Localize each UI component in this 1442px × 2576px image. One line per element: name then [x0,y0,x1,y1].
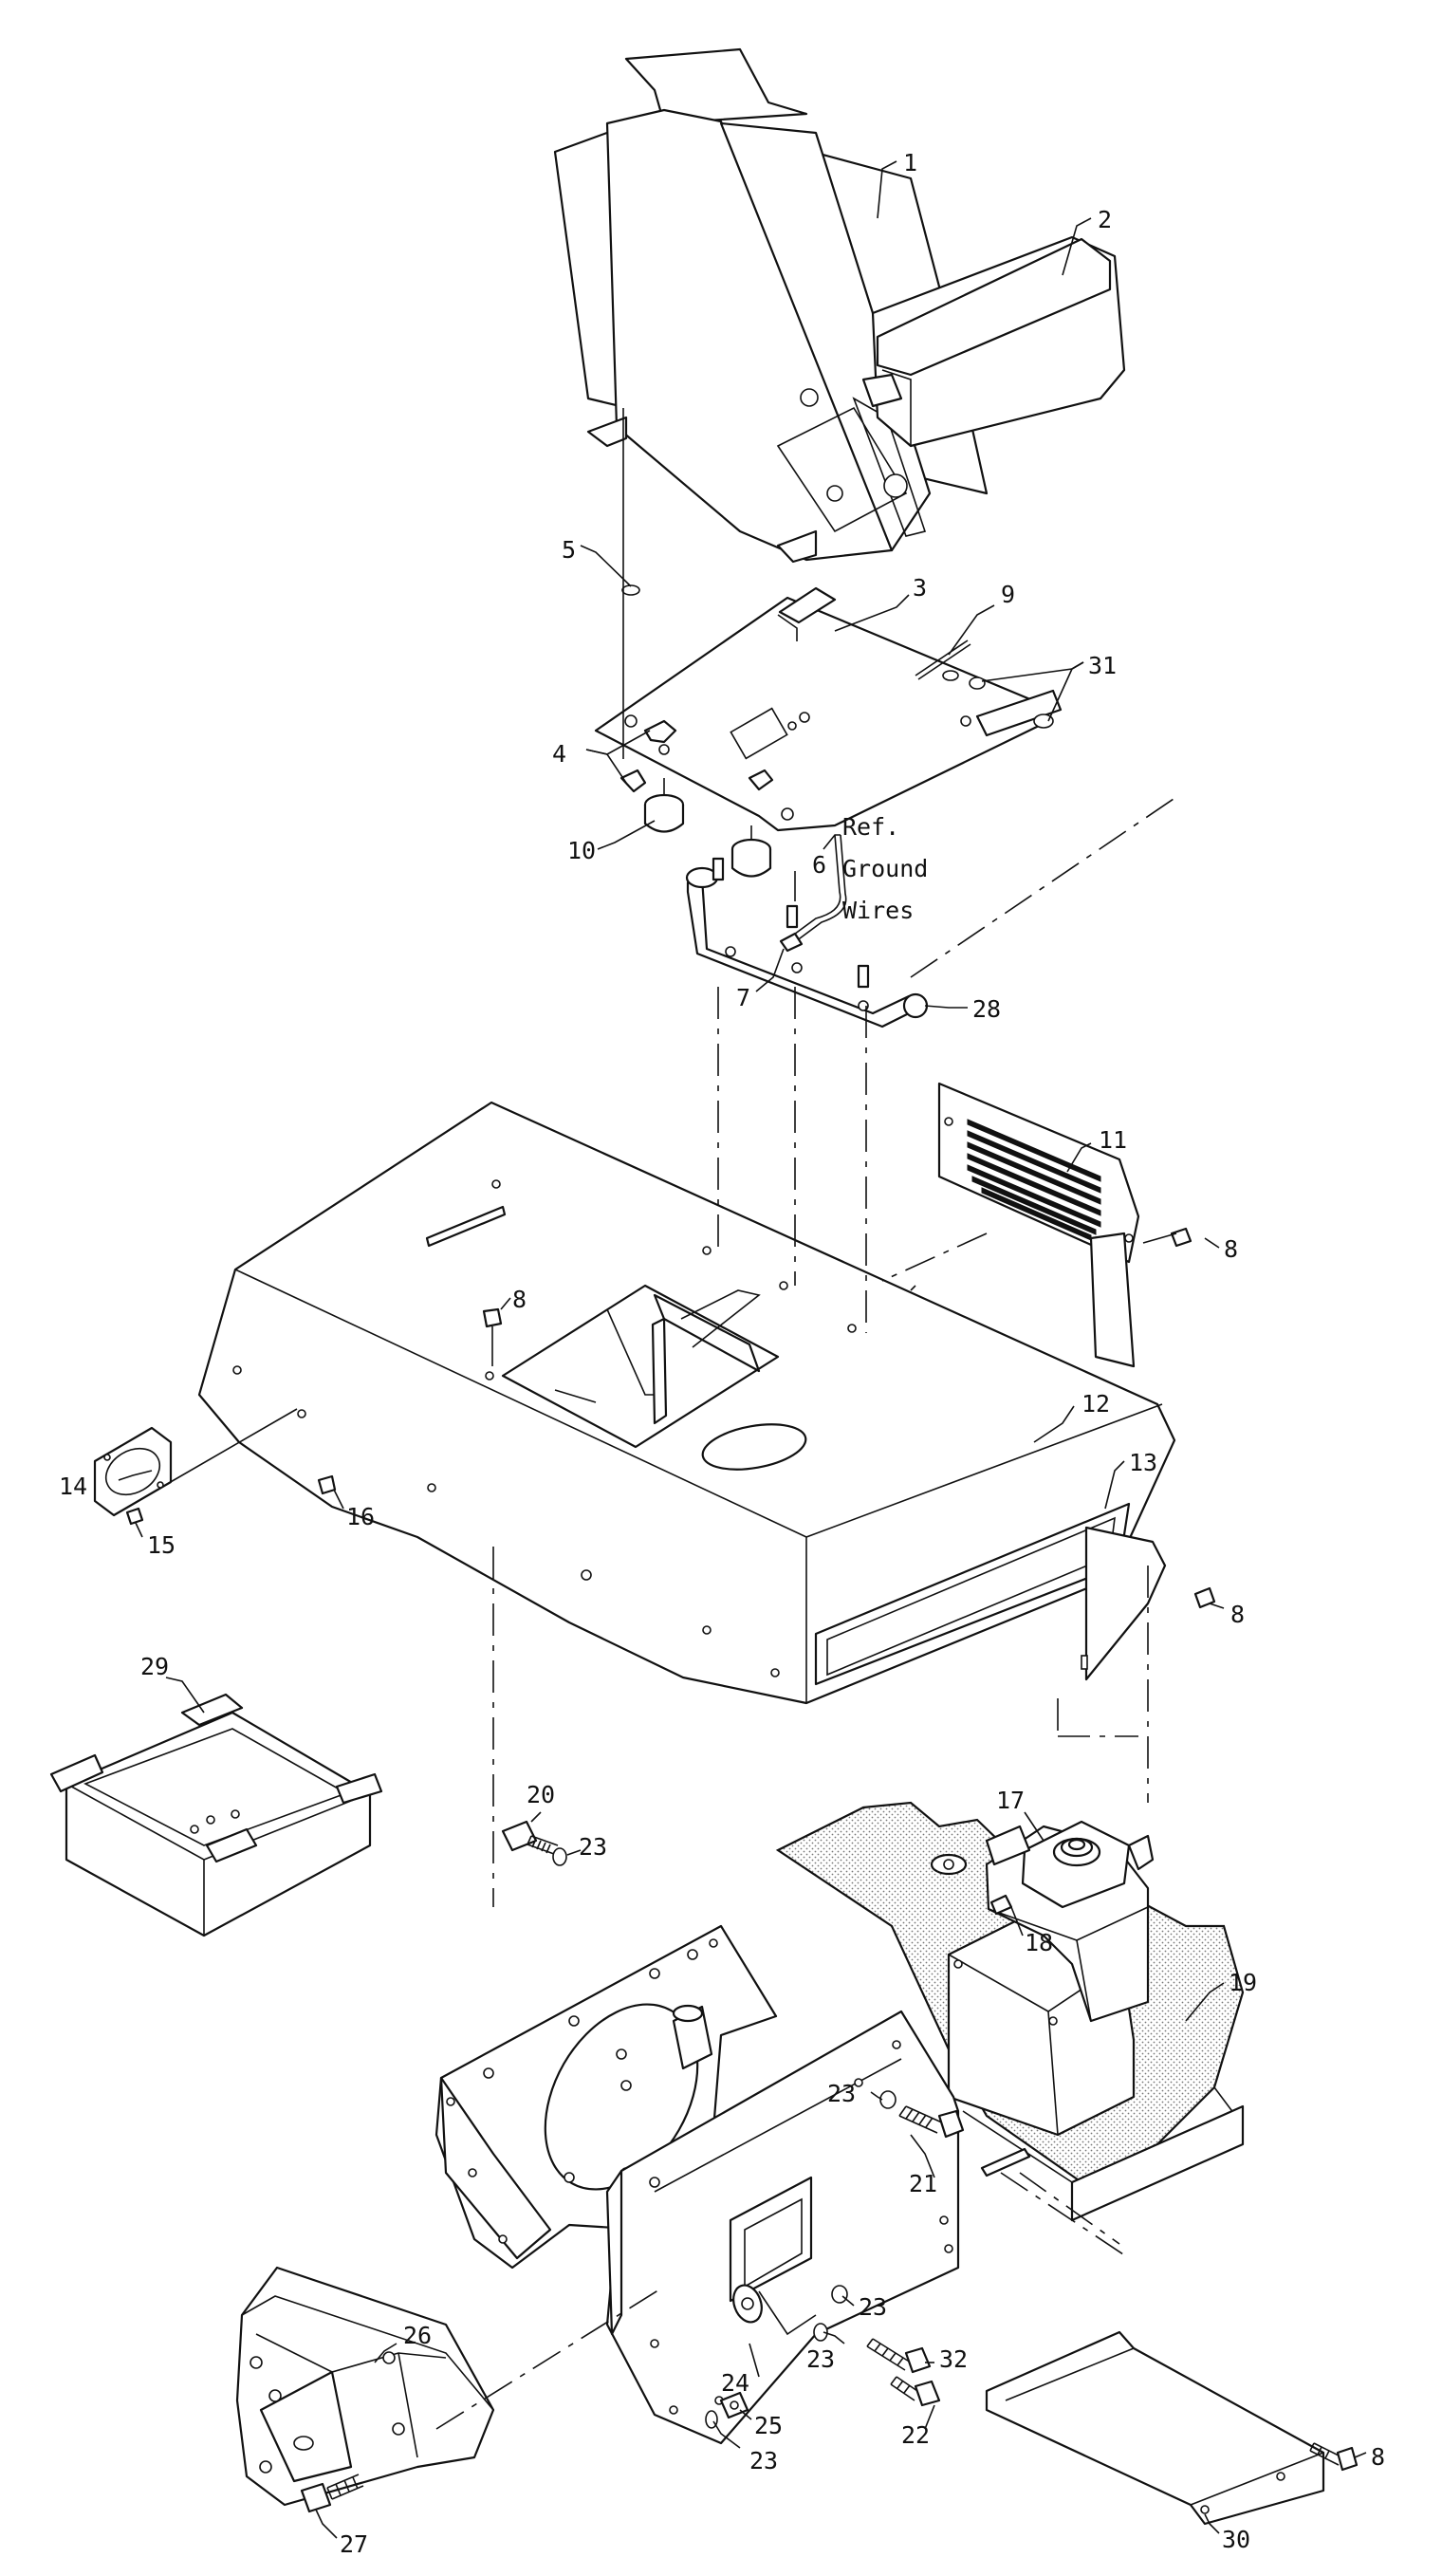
assembly-lines [435,796,1177,2430]
callout-23-e: 23 [749,2447,778,2474]
callout-23-c: 23 [859,2293,887,2321]
callout-27: 27 [340,2530,368,2558]
hardware-seat-plate [619,408,1054,878]
callout-20: 20 [527,1781,555,1808]
callout-6: 6 [812,851,826,879]
callout-11: 11 [1099,1126,1127,1154]
callout-24: 24 [721,2369,749,2397]
armrest-part [861,235,1126,448]
right-side-plate-part [605,2010,965,2445]
callout-29: 29 [140,1653,169,1680]
callout-17: 17 [996,1787,1025,1814]
callout-2: 2 [1098,206,1112,233]
note-wires: Wires [842,897,914,924]
callout-7: 7 [736,984,750,1011]
lower-bracket-part [985,2330,1359,2526]
callout-23-d: 23 [806,2345,835,2373]
callout-10: 10 [567,837,596,864]
callout-16: 16 [346,1503,375,1530]
callout-8-d: 8 [1371,2443,1385,2471]
leader-lines [118,160,1367,2539]
callout-18: 18 [1025,1929,1053,1956]
callout-labels: 1 2 3 4 5 6 7 8 8 8 8 8 9 10 11 12 13 14… [59,149,1385,2558]
callout-23-a: 23 [579,1833,607,1861]
left-side-plate-part [434,1820,778,2270]
callout-8-c: 8 [1230,1601,1245,1628]
callout-26: 26 [403,2322,432,2349]
callout-12: 12 [1082,1390,1110,1418]
callout-15: 15 [147,1531,176,1559]
battery-tray-part [49,1693,383,1937]
callout-13: 13 [1129,1449,1157,1476]
mount-bracket-part [235,2266,495,2513]
main-cover-part [93,1101,1176,1705]
callout-28: 28 [972,995,1001,1023]
callout-21: 21 [909,2170,937,2197]
callout-30: 30 [1222,2526,1250,2553]
callout-5: 5 [562,536,576,564]
fuel-tank-part [985,1820,1155,2023]
rear-bracket-part [1081,1526,1216,1681]
callout-1: 1 [903,149,917,176]
callout-4: 4 [552,740,566,768]
callout-31: 31 [1088,652,1117,679]
seat-bracket-part [685,834,929,1029]
callout-8-a: 8 [1224,1235,1238,1263]
side-panel-part [937,1082,1192,1368]
callout-32: 32 [939,2345,968,2373]
callout-8-b: 8 [512,1286,527,1313]
callout-14: 14 [59,1473,87,1500]
callout-19: 19 [1229,1969,1257,1996]
seat-plate-part [594,586,1063,832]
callout-22: 22 [901,2421,930,2449]
callout-3: 3 [913,574,927,602]
note-ref: Ref. [842,813,899,841]
callout-23-b: 23 [827,2080,856,2107]
note-ground: Ground [842,855,928,882]
callout-25: 25 [754,2412,783,2439]
callout-9: 9 [1001,581,1015,608]
